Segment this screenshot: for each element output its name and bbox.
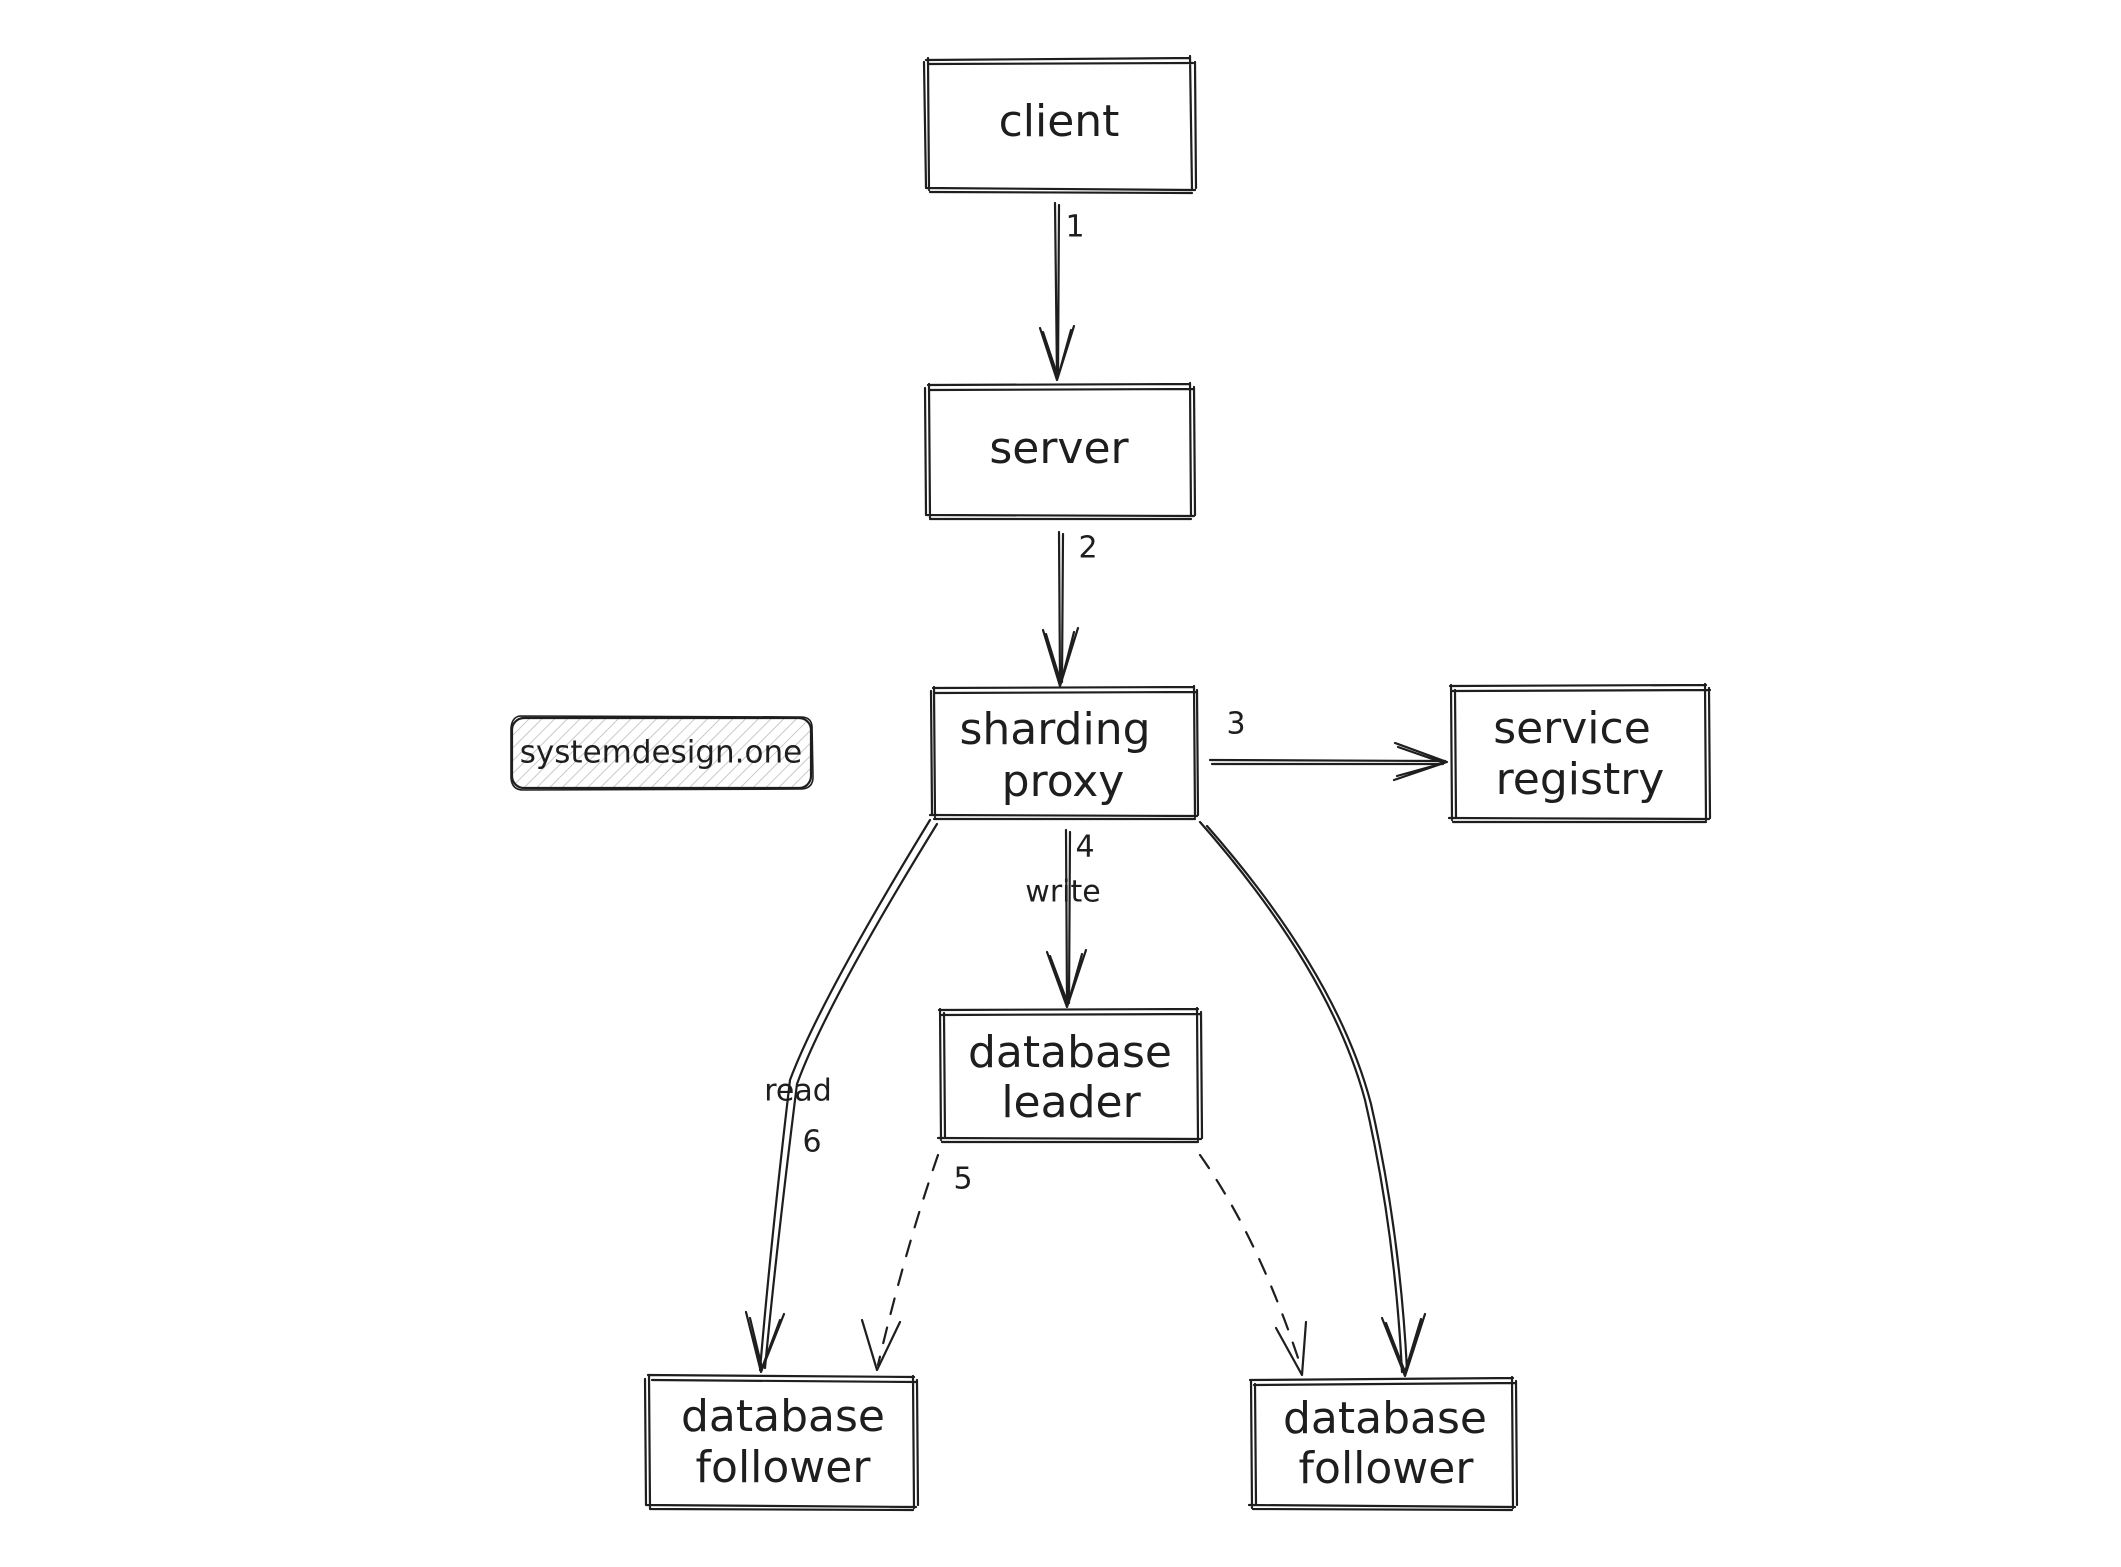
edge-label-write: write [1025, 875, 1100, 910]
edge-client-to-server: 1 [1038, 201, 1085, 382]
database-leader-label-line1: database [968, 1027, 1172, 1078]
service-registry-label-line1: service [1493, 703, 1651, 754]
edge-server-to-proxy: 2 [1041, 531, 1098, 688]
database-leader-node: database leader [936, 1006, 1204, 1144]
client-node: client [922, 54, 1198, 195]
edge-step-5: 5 [953, 1162, 972, 1197]
database-follower-left-label-line1: database [681, 1391, 885, 1442]
database-follower-right-label-line2: follower [1299, 1443, 1475, 1494]
sharding-proxy-node: sharding proxy [928, 684, 1200, 821]
systemdesign-watermark: systemdesign.one [510, 715, 814, 791]
edge-step-4: 4 [1075, 830, 1094, 865]
edge-step-6: 6 [802, 1125, 821, 1160]
service-registry-label-line2: registry [1496, 754, 1665, 805]
edge-proxy-to-registry: 3 [1208, 707, 1449, 782]
edge-proxy-to-leader: 4 write [1025, 828, 1101, 1009]
edge-leader-to-followers: 5 [860, 1153, 1308, 1377]
service-registry-node: service registry [1447, 682, 1712, 824]
server-label: server [989, 423, 1129, 474]
edge-step-2: 2 [1078, 531, 1097, 566]
edge-step-1: 1 [1065, 210, 1084, 245]
database-follower-left-label-line2: follower [696, 1442, 872, 1493]
server-node: server [923, 381, 1197, 521]
watermark-label: systemdesign.one [520, 735, 802, 771]
edge-label-read: read [764, 1074, 832, 1109]
client-label: client [999, 96, 1120, 147]
sharding-proxy-label-line1: sharding [959, 704, 1150, 755]
database-follower-right-label-line1: database [1283, 1393, 1487, 1444]
edge-step-3: 3 [1226, 707, 1245, 742]
sharding-proxy-label-line2: proxy [1002, 756, 1125, 807]
database-follower-right-node: database follower [1247, 1375, 1519, 1512]
edge-proxy-to-follower-right [1198, 820, 1427, 1378]
edge-proxy-to-follower-left: read 6 [744, 818, 939, 1374]
database-follower-left-node: database follower [643, 1373, 920, 1512]
database-leader-label-line2: leader [1001, 1077, 1141, 1128]
